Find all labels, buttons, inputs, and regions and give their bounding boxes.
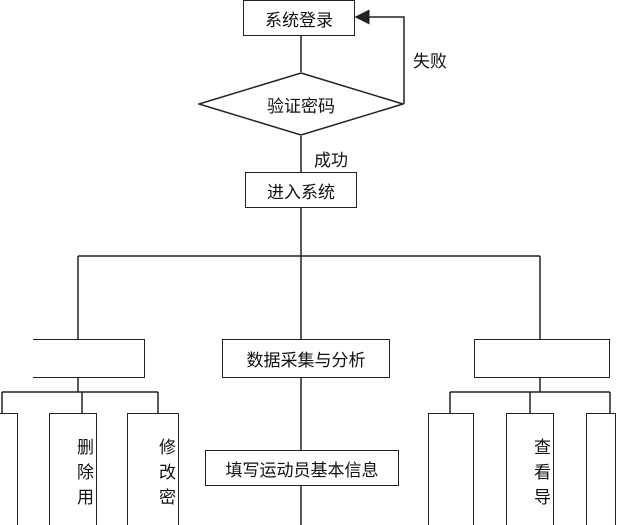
- right-child-3-box: [586, 413, 616, 525]
- verify-decision: 验证密码: [198, 72, 404, 136]
- left-child-3-box: 修改密: [127, 413, 179, 525]
- center-module-box: 数据采集与分析: [222, 339, 390, 378]
- verify-label: 验证密码: [267, 96, 335, 117]
- left-child-2-box: 删除用: [49, 413, 97, 525]
- right-child-2-box: 查看导: [506, 413, 554, 525]
- login-box: 系统登录: [243, 0, 355, 36]
- fail-loop-line: [354, 9, 405, 104]
- enter-system-box: 进入系统: [245, 172, 357, 208]
- right-module-box: [474, 339, 610, 378]
- fail-label: 失败: [413, 52, 447, 72]
- right-child-1-box: [428, 413, 474, 525]
- left-module-box: [33, 339, 145, 378]
- left-child-1-box: [0, 413, 18, 525]
- success-label: 成功: [314, 151, 348, 171]
- center-child-box: 填写运动员基本信息: [205, 450, 399, 486]
